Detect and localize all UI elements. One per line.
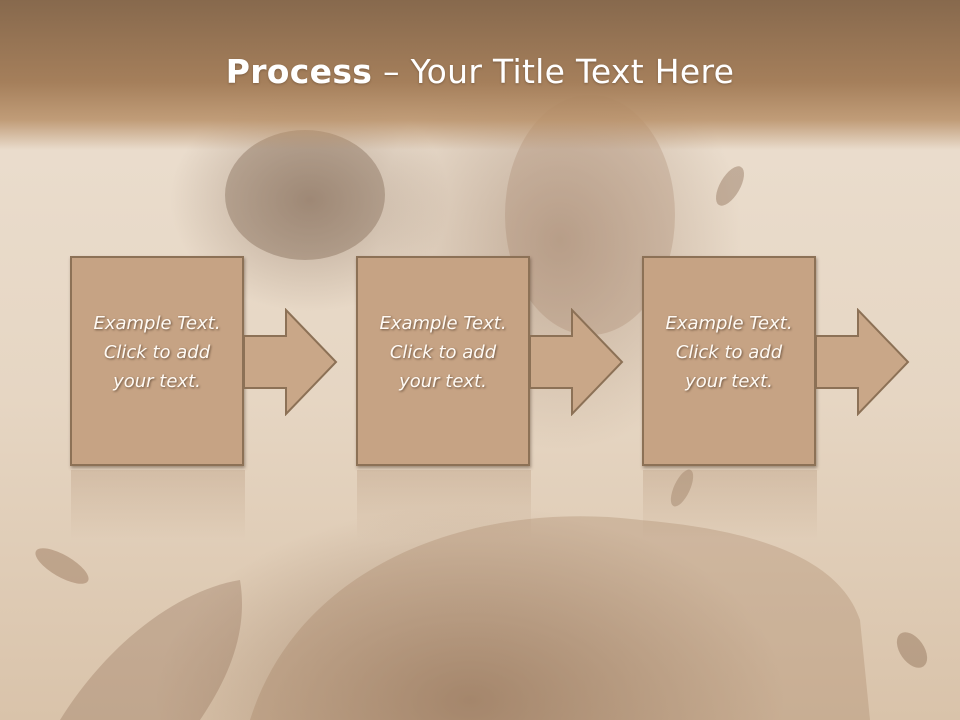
title-bar xyxy=(0,0,960,150)
step-text-line-1: Example Text. xyxy=(379,312,507,334)
right-arrow-icon xyxy=(243,308,338,416)
step-text-line-3: your text. xyxy=(399,370,487,392)
right-arrow-icon xyxy=(815,308,910,416)
step-text-line-2: Click to add xyxy=(389,341,497,363)
step-text-line-1: Example Text. xyxy=(665,312,793,334)
step-text[interactable]: Example Text. Click to add your text. xyxy=(649,309,809,396)
step-text-line-3: your text. xyxy=(685,370,773,392)
step-text-line-1: Example Text. xyxy=(93,312,221,334)
slide-title[interactable]: Process – Your Title Text Here xyxy=(0,52,960,91)
process-step-1[interactable]: Example Text. Click to add your text. xyxy=(70,256,246,466)
step-reflection xyxy=(643,470,817,540)
step-text[interactable]: Example Text. Click to add your text. xyxy=(363,309,523,396)
step-text-line-2: Click to add xyxy=(103,341,211,363)
step-reflection xyxy=(71,470,245,540)
title-rest: – Your Title Text Here xyxy=(372,52,735,91)
title-bold: Process xyxy=(225,52,373,91)
step-text-line-3: your text. xyxy=(113,370,201,392)
step-box[interactable]: Example Text. Click to add your text. xyxy=(642,256,816,466)
process-step-2[interactable]: Example Text. Click to add your text. xyxy=(356,256,532,466)
step-box[interactable]: Example Text. Click to add your text. xyxy=(70,256,244,466)
process-step-3[interactable]: Example Text. Click to add your text. xyxy=(642,256,818,466)
step-text-line-2: Click to add xyxy=(675,341,783,363)
right-arrow-icon xyxy=(529,308,624,416)
step-box[interactable]: Example Text. Click to add your text. xyxy=(356,256,530,466)
step-text[interactable]: Example Text. Click to add your text. xyxy=(77,309,237,396)
step-reflection xyxy=(357,470,531,540)
